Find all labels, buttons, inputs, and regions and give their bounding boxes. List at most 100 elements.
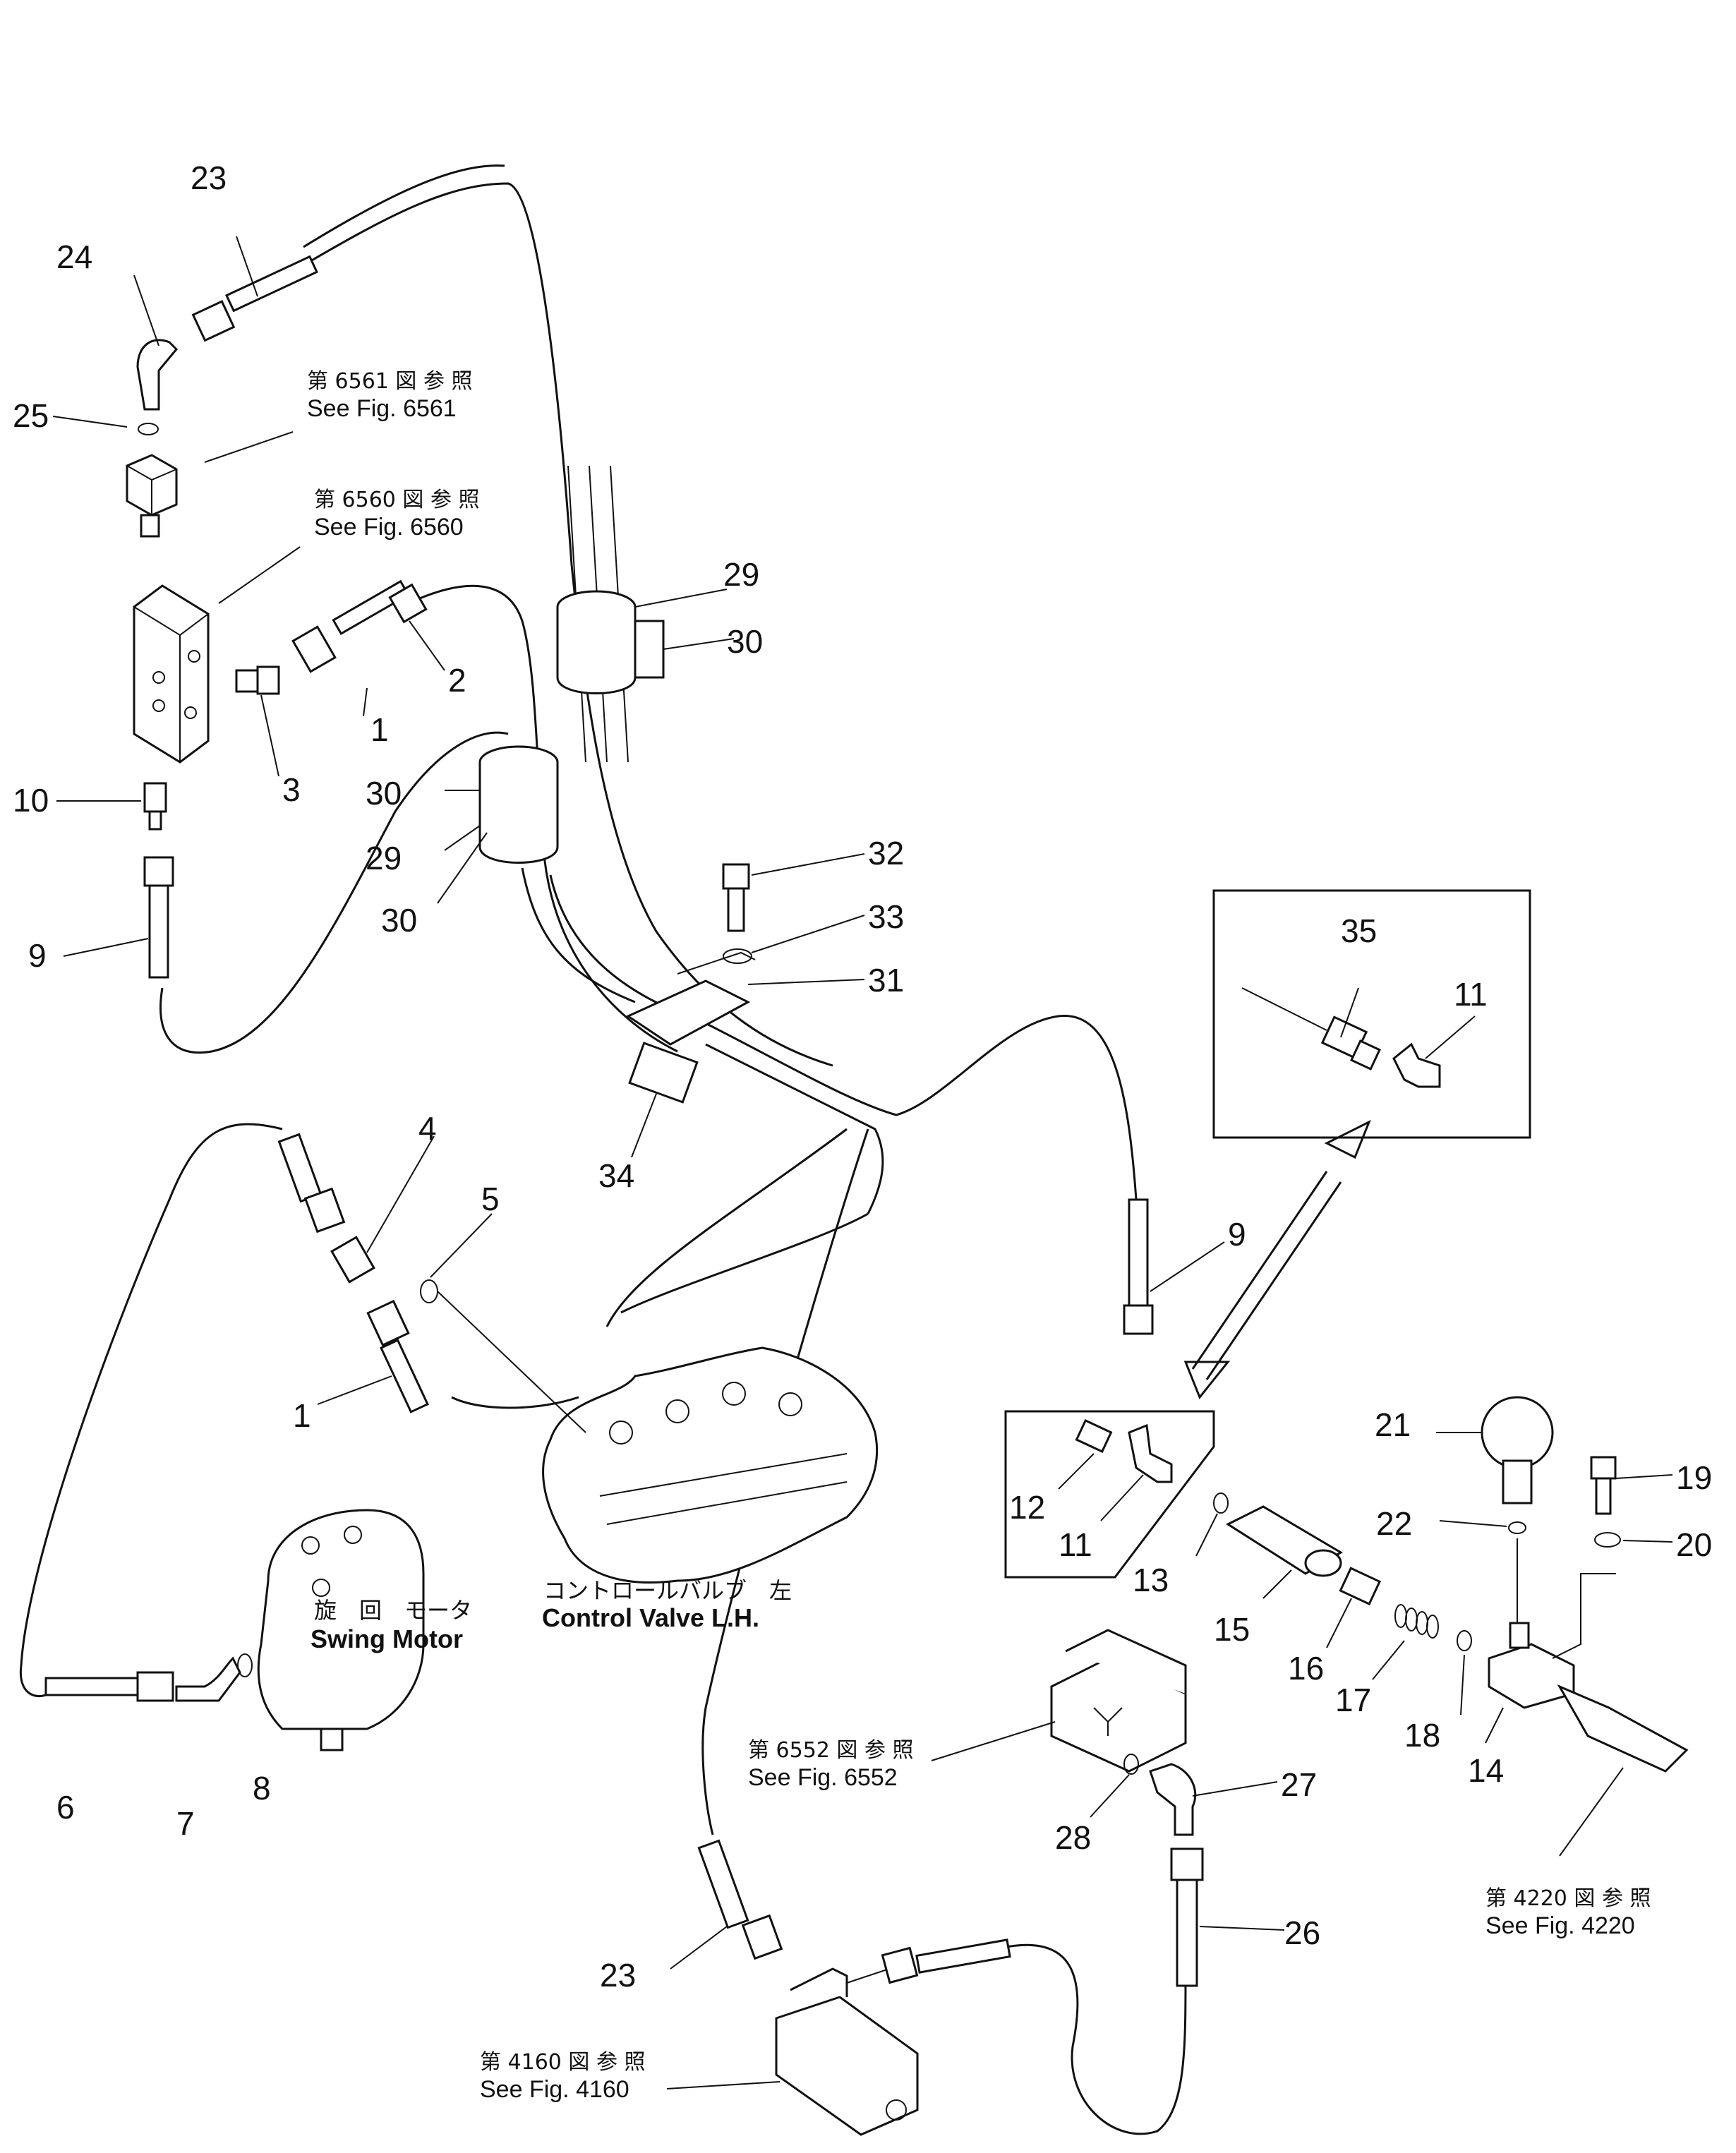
part-label: 20 (1676, 1526, 1712, 1563)
svg-text:第 6561 図 参 照: 第 6561 図 参 照 (307, 369, 473, 394)
control-valve-lh (542, 1346, 879, 1584)
svg-text:コントロールバルブ 左: コントロールバルブ 左 (543, 1577, 792, 1604)
washer-33 (723, 948, 752, 964)
part-number-labels: 23 24 25 1 2 3 10 30 29 30 9 29 30 32 33… (13, 159, 1712, 1994)
fig-reference-6552: 第 6552 図 参 照 See Fig. 6552 (748, 1738, 914, 1791)
valve-4160 (775, 1938, 1011, 2136)
svg-text:第 4220 図 参 照: 第 4220 図 参 照 (1485, 1886, 1651, 1911)
o-ring-18 (1457, 1630, 1472, 1651)
part-label: 7 (176, 1805, 195, 1842)
hose-fitting-23-lower (697, 1839, 783, 1960)
part-label: 21 (1375, 1406, 1411, 1443)
part-label: 9 (1228, 1216, 1246, 1253)
svg-text:See Fig. 6560: See Fig. 6560 (314, 514, 464, 541)
hose-fitting-23-top (191, 255, 318, 342)
svg-text:第 4160 図 参 照: 第 4160 図 参 照 (480, 2050, 646, 2075)
part-label: 23 (191, 159, 227, 196)
tube-9-right (1123, 1198, 1154, 1335)
o-ring-25 (138, 423, 159, 435)
swing-motor-label: 旋 回 モータ Swing Motor (311, 1597, 472, 1653)
svg-text:Control Valve L.H.: Control Valve L.H. (542, 1603, 759, 1632)
o-ring-28 (1123, 1754, 1139, 1775)
o-ring-8 (237, 1653, 253, 1677)
fig-reference-6560: 第 6560 図 参 照 See Fig. 6560 (314, 488, 480, 541)
part-label: 10 (13, 782, 49, 819)
fitting-4 (330, 1236, 375, 1284)
svg-text:Swing Motor: Swing Motor (311, 1624, 463, 1653)
hose-fitting-26 (1170, 1847, 1204, 1987)
svg-text:旋 回 モータ: 旋 回 モータ (314, 1597, 472, 1624)
part-label: 26 (1284, 1914, 1320, 1951)
fig-reference-6561: 第 6561 図 参 照 See Fig. 6561 (307, 369, 473, 422)
part-label: 35 (1341, 912, 1377, 949)
washer-20 (1594, 1532, 1621, 1548)
hose-fitting-1-upper (291, 579, 410, 673)
part-label: 4 (418, 1110, 437, 1147)
pipe-15 (1225, 1505, 1343, 1577)
detail-box-upper (1212, 889, 1531, 1139)
hose-lines (19, 164, 1187, 2135)
o-ring-22 (1508, 1521, 1526, 1623)
part-label: 8 (253, 1770, 271, 1807)
fig-reference-4160: 第 4160 図 参 照 See Fig. 4160 (480, 2050, 646, 2103)
part-label: 6 (56, 1789, 75, 1826)
part-label: 9 (28, 937, 47, 974)
spring-17 (1394, 1604, 1439, 1639)
fig-reference-4220: 第 4220 図 参 照 See Fig. 4220 (1485, 1886, 1651, 1939)
part-label: 30 (366, 775, 402, 812)
part-label: 2 (448, 662, 466, 699)
hose-fitting-4 (277, 1133, 346, 1234)
knob-21 (1481, 1396, 1554, 1504)
fitting-3 (235, 665, 280, 695)
clamp-31 (625, 951, 756, 1104)
part-label: 25 (13, 397, 49, 434)
pipe-4220 (1557, 1684, 1689, 1773)
part-label: 13 (1133, 1562, 1169, 1598)
part-label: 33 (868, 898, 904, 935)
svg-text:第 6560 図 参 照: 第 6560 図 参 照 (314, 488, 480, 512)
part-label: 22 (1376, 1505, 1412, 1542)
part-label: 31 (868, 962, 904, 999)
part-label: 1 (370, 711, 389, 748)
part-label: 16 (1288, 1650, 1324, 1687)
part-label: 29 (723, 556, 759, 593)
sleeve-2 (388, 583, 428, 624)
part-label: 17 (1335, 1682, 1371, 1718)
part-label: 30 (727, 623, 763, 660)
valve-14 (1488, 1573, 1616, 1709)
fitting-27 (1149, 1763, 1197, 1836)
svg-text:第 6552 図 参 照: 第 6552 図 参 照 (748, 1738, 914, 1763)
part-label: 11 (1454, 976, 1488, 1013)
part-label: 32 (868, 835, 904, 872)
hose-fitting-1-lower (366, 1299, 429, 1413)
part-label: 30 (381, 902, 417, 939)
valve-6552 (1050, 1629, 1187, 1773)
clamp-29-upper (556, 590, 665, 694)
part-label: 19 (1676, 1459, 1712, 1496)
solenoid-valve-6561 (126, 454, 178, 538)
part-label: 28 (1055, 1819, 1091, 1856)
part-label: 5 (481, 1181, 500, 1217)
svg-text:See Fig. 4220: See Fig. 4220 (1485, 1912, 1635, 1939)
fitting-24 (136, 339, 179, 411)
fitting-7 (175, 1656, 241, 1702)
hose-fitting-6 (44, 1671, 174, 1702)
bolt-19 (1590, 1456, 1617, 1515)
fitting-16 (1339, 1567, 1382, 1606)
control-valve-label: コントロールバルブ 左 Control Valve L.H. (542, 1577, 792, 1632)
part-label: 1 (293, 1397, 311, 1434)
detail-box-lower (1004, 1410, 1215, 1579)
part-label: 29 (366, 840, 402, 876)
part-label: 23 (600, 1957, 636, 1994)
part-label: 24 (56, 239, 92, 275)
valve-block-6560 (133, 584, 210, 764)
part-label: 12 (1009, 1489, 1045, 1526)
o-ring-5 (420, 1279, 438, 1303)
hose-fitting-9-left (143, 856, 174, 979)
part-label: 27 (1281, 1766, 1317, 1803)
part-label: 15 (1214, 1611, 1250, 1648)
clamp-29-lower (478, 745, 559, 864)
svg-text:See Fig. 4160: See Fig. 4160 (480, 2076, 629, 2103)
bolt-32 (722, 863, 750, 932)
part-label: 34 (598, 1157, 634, 1194)
